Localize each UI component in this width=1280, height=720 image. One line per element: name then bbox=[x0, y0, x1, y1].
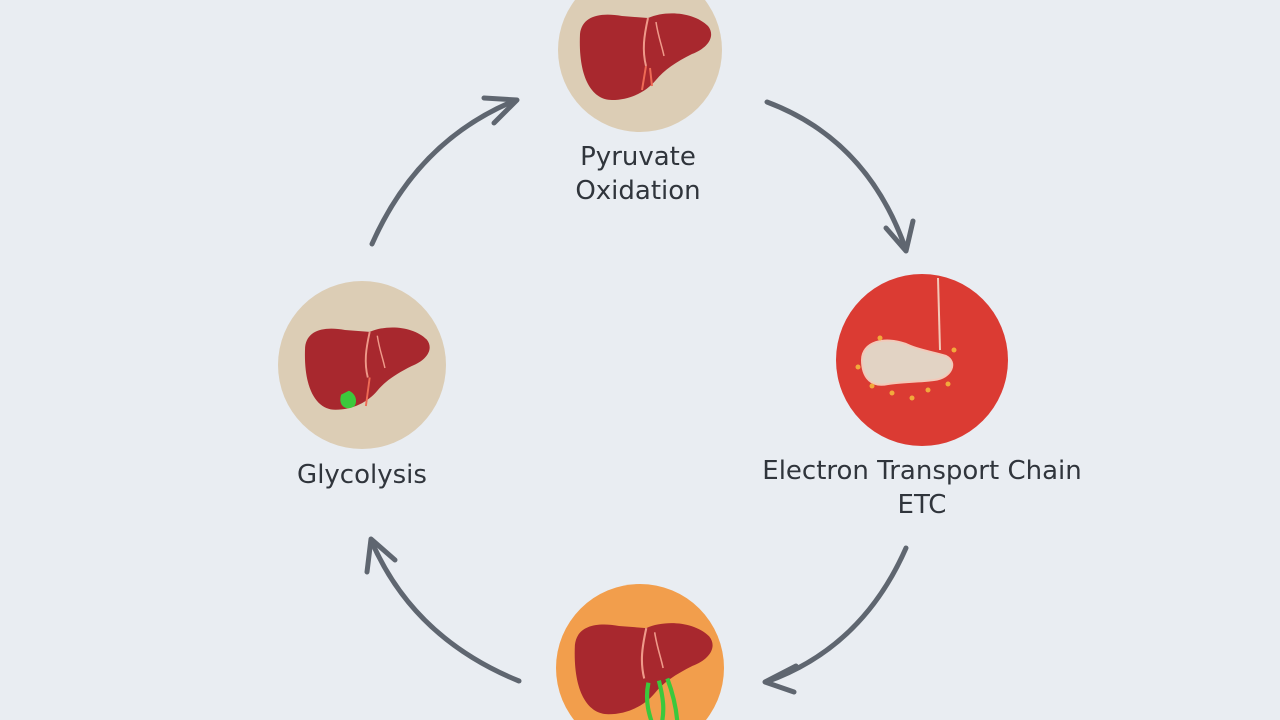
arrow-pyruvate-to-etc bbox=[764, 99, 909, 253]
etc-label-line1: Electron Transport Chain bbox=[762, 456, 1082, 486]
electron-transport-chain-label: Electron Transport Chain ETC bbox=[722, 454, 1122, 522]
arrow-etc-to-krebs bbox=[763, 545, 909, 685]
arrow-krebs-to-glycolysis bbox=[368, 537, 522, 684]
arrowhead-etc-to-krebs bbox=[762, 663, 799, 695]
arrowhead-pyruvate-to-etc bbox=[883, 218, 916, 254]
mitochondrion-icon bbox=[855, 277, 957, 401]
pyruvate-label-line1: Pyruvate bbox=[580, 142, 696, 172]
etc-label-line2: ETC bbox=[897, 490, 947, 520]
glycolysis-label: Glycolysis bbox=[262, 458, 462, 492]
pyruvate-oxidation-node bbox=[558, 0, 722, 132]
krebs-cycle-node bbox=[556, 584, 724, 720]
pyruvate-oxidation-label: Pyruvate Oxidation bbox=[538, 140, 738, 208]
glycolysis-label-line1: Glycolysis bbox=[297, 460, 427, 490]
liver-icon bbox=[578, 12, 713, 101]
arrow-glycolysis-to-pyruvate bbox=[369, 97, 519, 247]
arrowhead-krebs-to-glycolysis bbox=[364, 536, 398, 575]
liver-icon bbox=[573, 622, 714, 720]
arrowhead-glycolysis-to-pyruvate bbox=[481, 95, 520, 126]
glycolysis-node bbox=[278, 281, 446, 449]
liver-icon bbox=[303, 326, 431, 411]
pyruvate-label-line2: Oxidation bbox=[575, 176, 701, 206]
electron-transport-chain-node bbox=[836, 274, 1008, 446]
